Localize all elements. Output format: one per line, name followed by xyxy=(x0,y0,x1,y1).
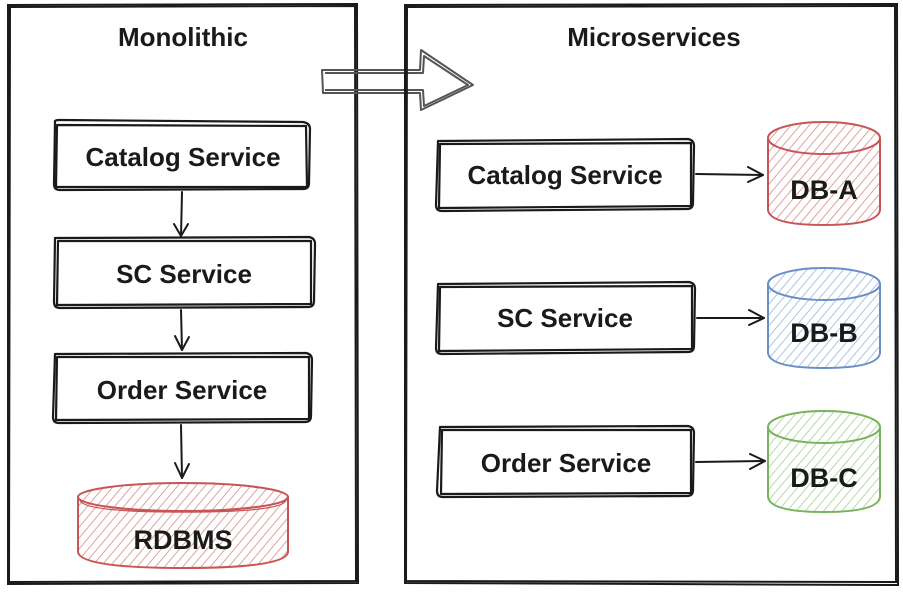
micro-catalog-service-box: Catalog Service xyxy=(434,137,696,213)
mono-arrow-catalog-to-sc xyxy=(180,191,183,237)
mono-sc-service-label: SC Service xyxy=(116,259,252,289)
micro-arrow-order-to-db-c xyxy=(695,460,766,463)
mono-arrow-order-to-rdbms xyxy=(180,424,183,479)
microservices-panel: Microservices Catalog Service SC Service… xyxy=(404,2,900,587)
db-a-cylinder: DB-A xyxy=(767,121,881,227)
mono-arrow-sc-to-order xyxy=(180,309,183,351)
db-a-label: DB-A xyxy=(790,175,858,205)
micro-sc-service-label: SC Service xyxy=(497,303,633,333)
monolithic-title: Monolithic xyxy=(118,22,248,52)
mono-catalog-service-label: Catalog Service xyxy=(85,142,280,172)
mono-sc-service-box: SC Service xyxy=(52,235,317,310)
rdbms-cylinder: RDBMS xyxy=(77,482,289,570)
micro-catalog-service-label: Catalog Service xyxy=(467,160,662,190)
microservices-title: Microservices xyxy=(567,22,740,52)
mono-order-service-label: Order Service xyxy=(97,375,268,405)
micro-sc-service-box: SC Service xyxy=(434,280,697,356)
mono-order-service-box: Order Service xyxy=(51,351,314,425)
db-c-label: DB-C xyxy=(790,463,858,493)
micro-order-service-box: Order Service xyxy=(435,424,696,499)
micro-order-service-label: Order Service xyxy=(481,448,652,478)
db-b-cylinder: DB-B xyxy=(767,267,881,370)
db-b-label: DB-B xyxy=(790,318,858,348)
monolithic-panel: Monolithic Catalog Service SC Service Or… xyxy=(7,2,360,586)
mono-catalog-service-box: Catalog Service xyxy=(52,118,312,192)
db-c-cylinder: DB-C xyxy=(767,410,881,514)
micro-arrow-catalog-to-db-a xyxy=(695,173,764,176)
transition-arrow xyxy=(321,49,474,111)
rdbms-label: RDBMS xyxy=(134,525,233,555)
